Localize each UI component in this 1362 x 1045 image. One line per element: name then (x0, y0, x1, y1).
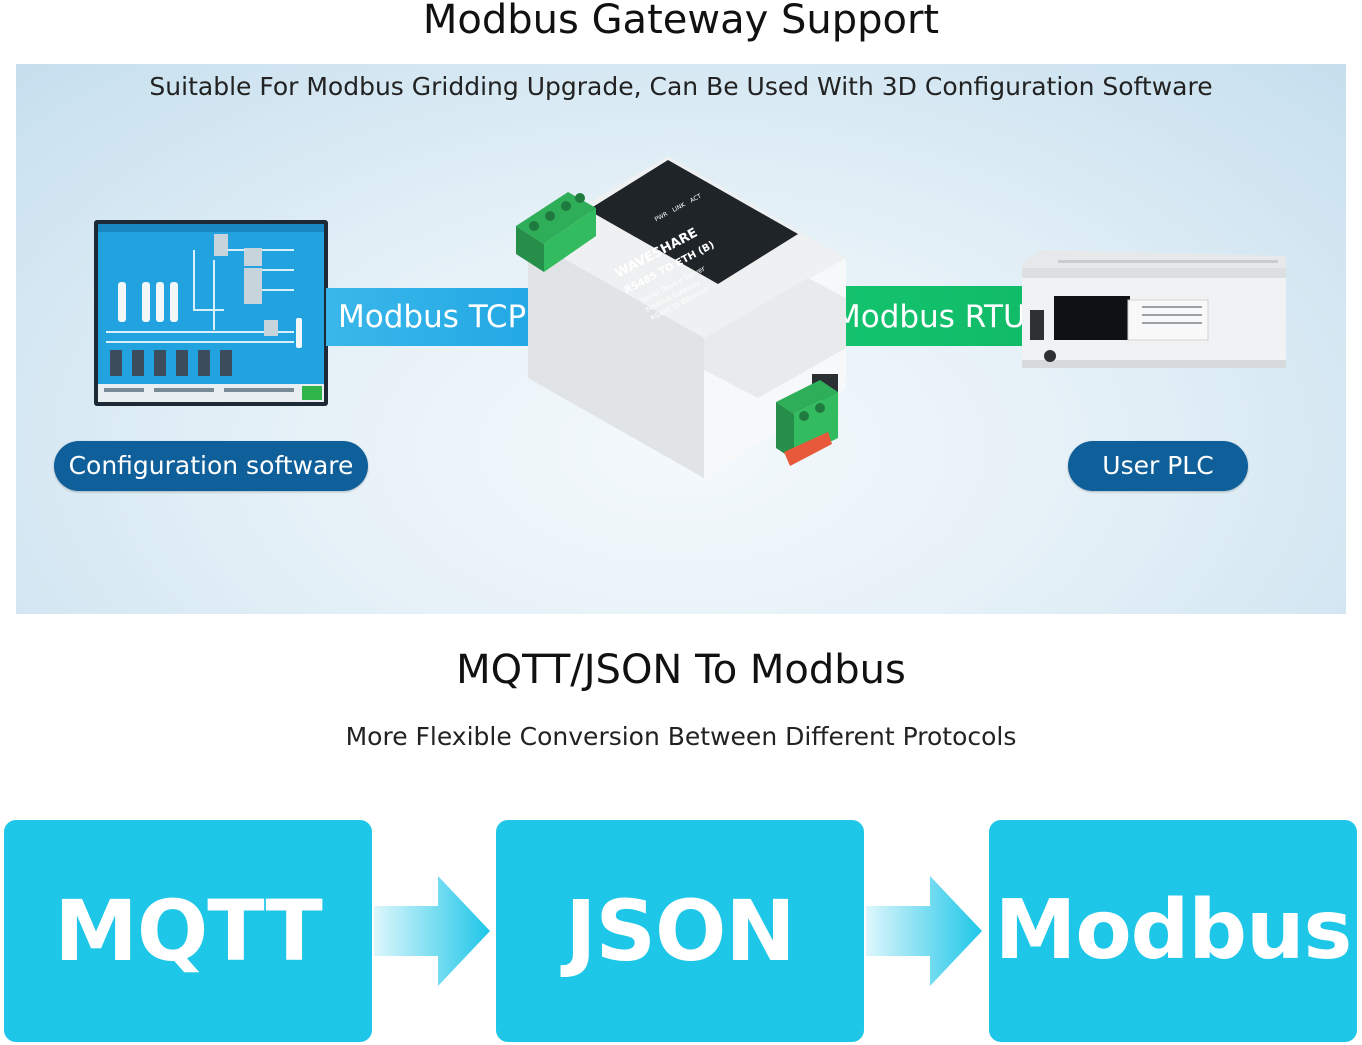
scada-screen-illustration (94, 220, 328, 406)
arrow-right-icon (374, 876, 490, 986)
gateway-device-illustration: WAVESHARE RS485 TO ETH (B) Serial Device… (516, 156, 846, 478)
section1-subtitle: Suitable For Modbus Gridding Upgrade, Ca… (149, 72, 1213, 101)
modbus-rtu-label: Modbus RTU (834, 299, 1026, 335)
led-label: ACT (689, 193, 703, 205)
top-terminal-block-icon (516, 192, 596, 272)
section2-title: MQTT/JSON To Modbus (456, 647, 906, 693)
section2-subtitle: More Flexible Conversion Between Differe… (345, 722, 1017, 751)
configuration-software-badge: Configuration software (54, 441, 368, 491)
plc-device-illustration (1022, 250, 1286, 368)
section1-title: Modbus Gateway Support (422, 0, 940, 43)
modbus-tcp-band (326, 288, 566, 346)
arrow-right-icon (866, 876, 982, 986)
user-plc-badge: User PLC (1068, 441, 1248, 491)
flow-box-modbus: Modbus (989, 820, 1357, 1042)
modbus-rtu-band (812, 286, 1034, 346)
flow-box-json: JSON (496, 820, 864, 1042)
flow-box-mqtt: MQTT (4, 820, 372, 1042)
bottom-terminal-block-icon (776, 380, 838, 466)
modbus-tcp-label: Modbus TCP (338, 299, 527, 335)
